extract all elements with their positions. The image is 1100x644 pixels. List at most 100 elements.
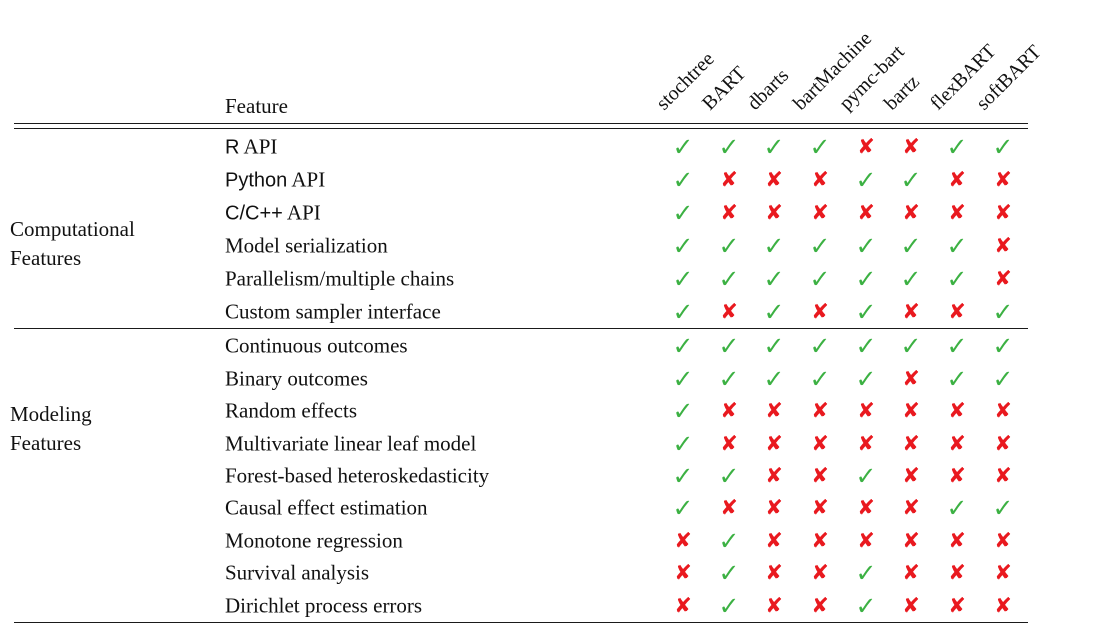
cross-icon: ✘ [902,398,920,423]
cross-icon: ✘ [902,366,920,391]
check-icon: ✓ [718,591,740,621]
cross-icon: ✘ [994,266,1012,291]
cross-icon: ✘ [811,593,829,618]
cross-icon: ✘ [948,200,966,225]
table-row: Causal effect estimation✓✘✘✘✘✘✓✓ [0,492,1100,524]
check-icon: ✓ [763,297,785,327]
check-icon: ✓ [763,364,785,394]
cross-icon: ✘ [765,528,783,553]
check-icon: ✓ [809,331,831,361]
cross-icon: ✘ [720,200,738,225]
table-row: R API✓✓✓✓✘✘✓✓ [0,131,1100,164]
check-icon: ✓ [855,558,877,588]
feature-label: Multivariate linear leaf model [225,431,477,456]
cross-icon: ✘ [948,299,966,324]
check-icon: ✓ [809,364,831,394]
cross-icon: ✘ [902,593,920,618]
table-row: Binary outcomes✓✓✓✓✓✘✓✓ [0,362,1100,394]
check-icon: ✓ [718,526,740,556]
feature-label: Parallelism/multiple chains [225,266,455,291]
table-row: Parallelism/multiple chains✓✓✓✓✓✓✓✘ [0,262,1100,295]
check-icon: ✓ [992,297,1014,327]
check-icon: ✓ [992,493,1014,523]
cross-icon: ✘ [811,200,829,225]
cross-icon: ✘ [811,299,829,324]
check-icon: ✓ [763,231,785,261]
cross-icon: ✘ [811,167,829,192]
check-icon: ✓ [672,231,694,261]
cross-icon: ✘ [994,398,1012,423]
check-icon: ✓ [718,231,740,261]
cross-icon: ✘ [994,463,1012,488]
cross-icon: ✘ [994,200,1012,225]
feature-label: Custom sampler interface [225,299,441,324]
table-row: Custom sampler interface✓✘✓✘✓✘✘✓ [0,295,1100,328]
feature-label: Forest-based heteroskedasticity [225,463,490,488]
check-icon: ✓ [672,396,694,426]
cross-icon: ✘ [948,167,966,192]
cross-icon: ✘ [857,134,875,159]
bottom-rule [14,622,1028,623]
cross-icon: ✘ [902,560,920,585]
check-icon: ✓ [946,364,968,394]
cross-icon: ✘ [994,167,1012,192]
feature-label: Dirichlet process errors [225,593,423,618]
check-icon: ✓ [946,264,968,294]
cross-icon: ✘ [720,167,738,192]
check-icon: ✓ [855,591,877,621]
check-icon: ✓ [946,231,968,261]
check-icon: ✓ [672,364,694,394]
check-icon: ✓ [992,364,1014,394]
cross-icon: ✘ [674,560,692,585]
check-icon: ✓ [855,231,877,261]
table-row: Monotone regression✘✓✘✘✘✘✘✘ [0,525,1100,557]
cross-icon: ✘ [811,528,829,553]
cross-icon: ✘ [857,398,875,423]
cross-icon: ✘ [902,528,920,553]
cross-icon: ✘ [765,398,783,423]
cross-icon: ✘ [902,463,920,488]
check-icon: ✓ [946,493,968,523]
check-icon: ✓ [718,364,740,394]
check-icon: ✓ [672,331,694,361]
cross-icon: ✘ [902,431,920,456]
cross-icon: ✘ [674,593,692,618]
group-divider-rule [14,328,1028,329]
cross-icon: ✘ [948,463,966,488]
check-icon: ✓ [672,461,694,491]
check-icon: ✓ [718,558,740,588]
cross-icon: ✘ [811,495,829,520]
table-row: Model serialization✓✓✓✓✓✓✓✘ [0,230,1100,263]
feature-label: R API [225,134,278,159]
check-icon: ✓ [763,132,785,162]
check-icon: ✓ [900,165,922,195]
table-row: Random effects✓✘✘✘✘✘✘✘ [0,395,1100,427]
feature-label: Binary outcomes [225,366,368,391]
cross-icon: ✘ [948,528,966,553]
cross-icon: ✘ [948,560,966,585]
cross-icon: ✘ [902,200,920,225]
check-icon: ✓ [763,331,785,361]
cross-icon: ✘ [994,528,1012,553]
check-icon: ✓ [992,132,1014,162]
cross-icon: ✘ [857,495,875,520]
table-row: Python API✓✘✘✘✓✓✘✘ [0,164,1100,197]
cross-icon: ✘ [765,495,783,520]
check-icon: ✓ [763,264,785,294]
feature-label: Random effects [225,398,357,423]
feature-label: Continuous outcomes [225,333,408,358]
cross-icon: ✘ [765,167,783,192]
cross-icon: ✘ [765,431,783,456]
cross-icon: ✘ [674,528,692,553]
check-icon: ✓ [946,132,968,162]
cross-icon: ✘ [765,463,783,488]
cross-icon: ✘ [948,593,966,618]
cross-icon: ✘ [720,495,738,520]
cross-icon: ✘ [994,560,1012,585]
table-row: Dirichlet process errors✘✓✘✘✓✘✘✘ [0,590,1100,622]
check-icon: ✓ [809,132,831,162]
check-icon: ✓ [672,165,694,195]
check-icon: ✓ [809,231,831,261]
